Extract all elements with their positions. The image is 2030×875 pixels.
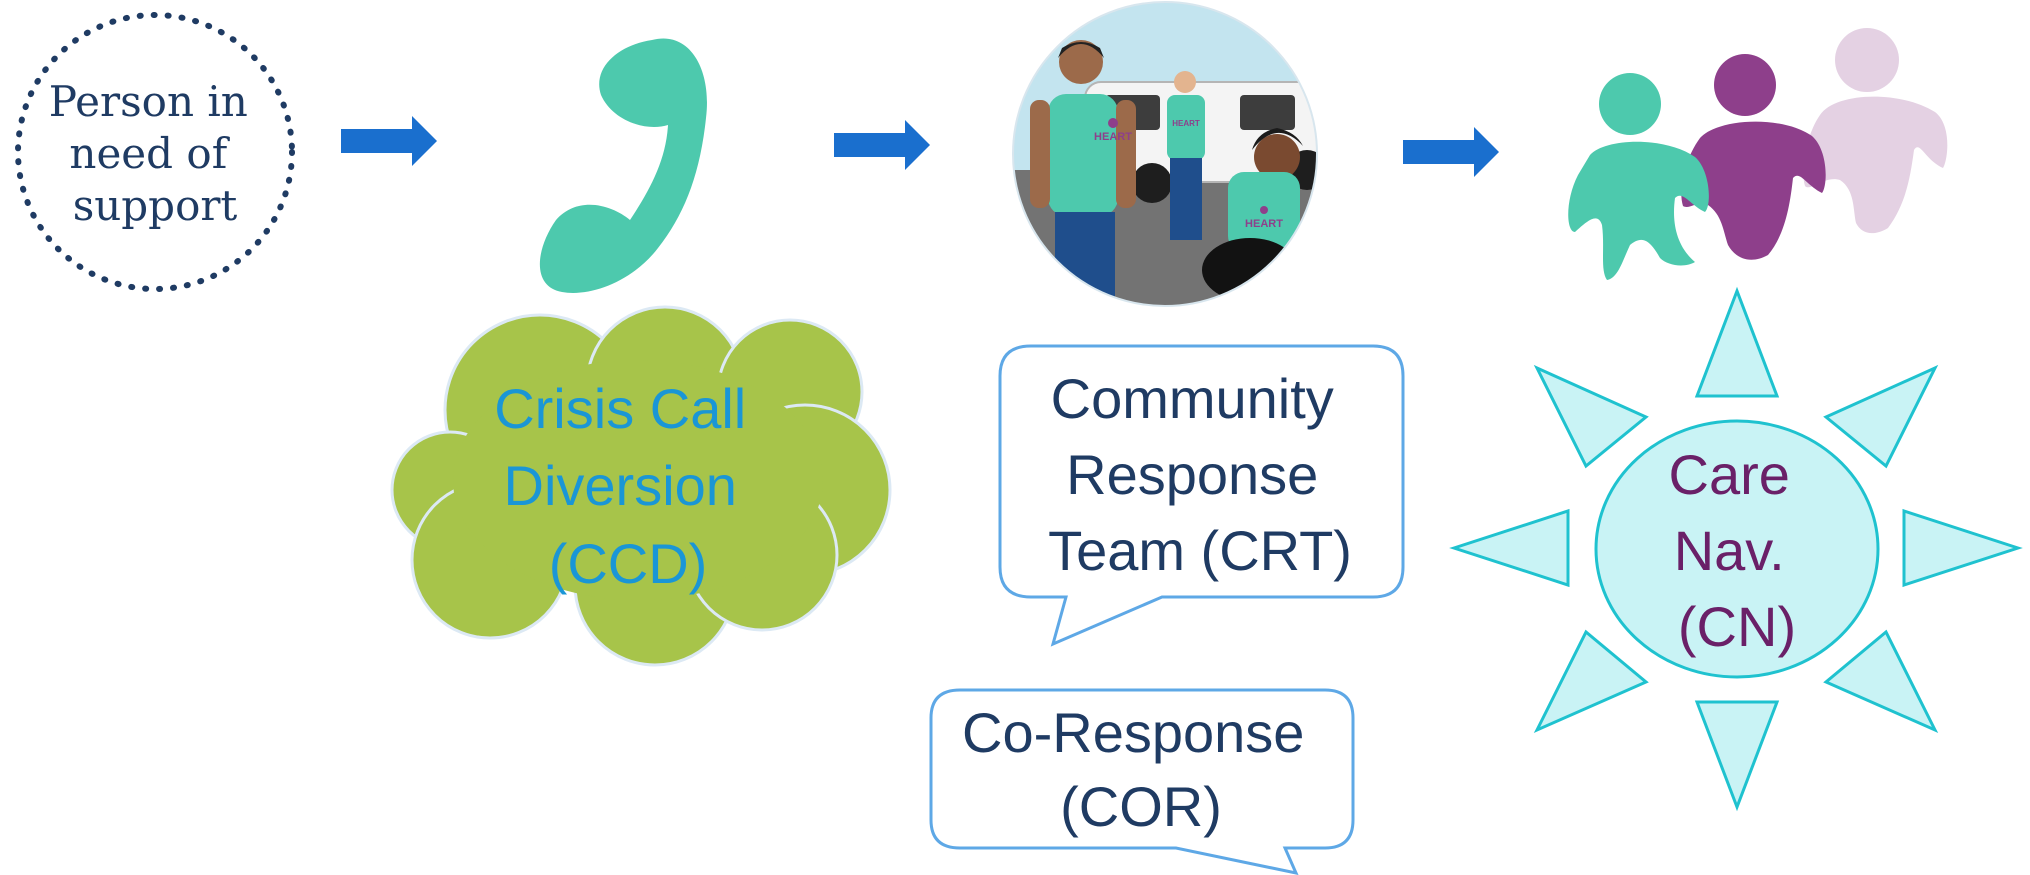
speech-bubble bbox=[929, 688, 1355, 875]
cloud-shape bbox=[390, 305, 892, 667]
crt-label-line-3: Team (CRT) bbox=[1048, 519, 1352, 582]
crt-label-line-1: Community bbox=[1051, 367, 1334, 430]
cor-label-line-2: (COR) bbox=[1060, 775, 1222, 838]
shirt-label: HEART bbox=[1245, 218, 1283, 230]
right-arrow-icon bbox=[1403, 127, 1499, 177]
person-label-line-1: Person in bbox=[49, 77, 248, 126]
ccd-label-line-1: Crisis Call bbox=[494, 377, 746, 440]
response-team-illustration: HEART HEART HEART bbox=[1013, 2, 1317, 306]
crt-bubble-node: Community Response Team (CRT) bbox=[998, 344, 1405, 647]
crt-label: Community Response Team (CRT) bbox=[1048, 367, 1352, 582]
cor-bubble-node: Co-Response (COR) bbox=[929, 688, 1355, 875]
cn-label: Care Nav. (CN) bbox=[1669, 443, 1806, 658]
cn-label-line-1: Care bbox=[1669, 443, 1790, 506]
ccd-label-line-2: Diversion bbox=[504, 454, 737, 517]
person-label-line-2: need of bbox=[69, 129, 230, 178]
phone-handset-icon bbox=[539, 38, 707, 293]
person-dotted-circle bbox=[15, 12, 295, 292]
speech-bubble bbox=[998, 344, 1405, 647]
sun-rays bbox=[1449, 286, 2023, 812]
shirt-label: HEART bbox=[1172, 119, 1200, 128]
cn-label-line-2: Nav. bbox=[1674, 519, 1785, 582]
cor-label-line-1: Co-Response bbox=[962, 701, 1304, 764]
crt-label-line-2: Response bbox=[1066, 443, 1318, 506]
ccd-label-line-3: (CCD) bbox=[549, 532, 708, 595]
person-in-need-node: Person in need of support bbox=[15, 12, 295, 292]
cor-label: Co-Response (COR) bbox=[962, 701, 1320, 838]
sun-center bbox=[1594, 419, 1880, 679]
cn-sun-node: Care Nav. (CN) bbox=[1449, 286, 2023, 812]
right-arrow-icon bbox=[834, 120, 930, 170]
person-label-line-3: support bbox=[73, 181, 238, 230]
shirt-label: HEART bbox=[1094, 131, 1132, 143]
people-group-icon bbox=[1568, 28, 1948, 280]
cn-label-line-3: (CN) bbox=[1678, 595, 1796, 658]
ccd-label: Crisis Call Diversion (CCD) bbox=[494, 377, 762, 595]
right-arrow-icon bbox=[341, 116, 437, 166]
ccd-cloud-node: Crisis Call Diversion (CCD) bbox=[390, 305, 892, 667]
person-label: Person in need of support bbox=[49, 77, 261, 230]
